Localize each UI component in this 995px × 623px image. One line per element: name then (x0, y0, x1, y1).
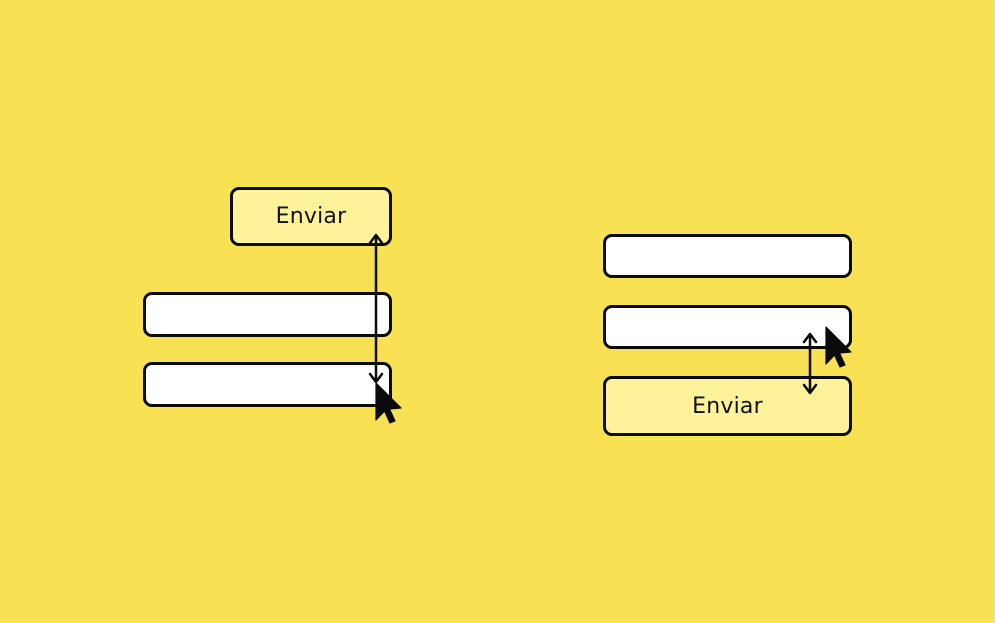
left-input-field-2[interactable] (143, 362, 392, 407)
right-submit-button[interactable]: Enviar (603, 376, 852, 436)
left-input-field-1[interactable] (143, 292, 392, 337)
right-submit-label: Enviar (692, 393, 763, 419)
left-submit-label: Enviar (275, 204, 347, 229)
right-input-field-2[interactable] (603, 305, 852, 349)
right-input-field-1[interactable] (603, 234, 852, 278)
left-submit-button[interactable]: Enviar (230, 187, 392, 246)
